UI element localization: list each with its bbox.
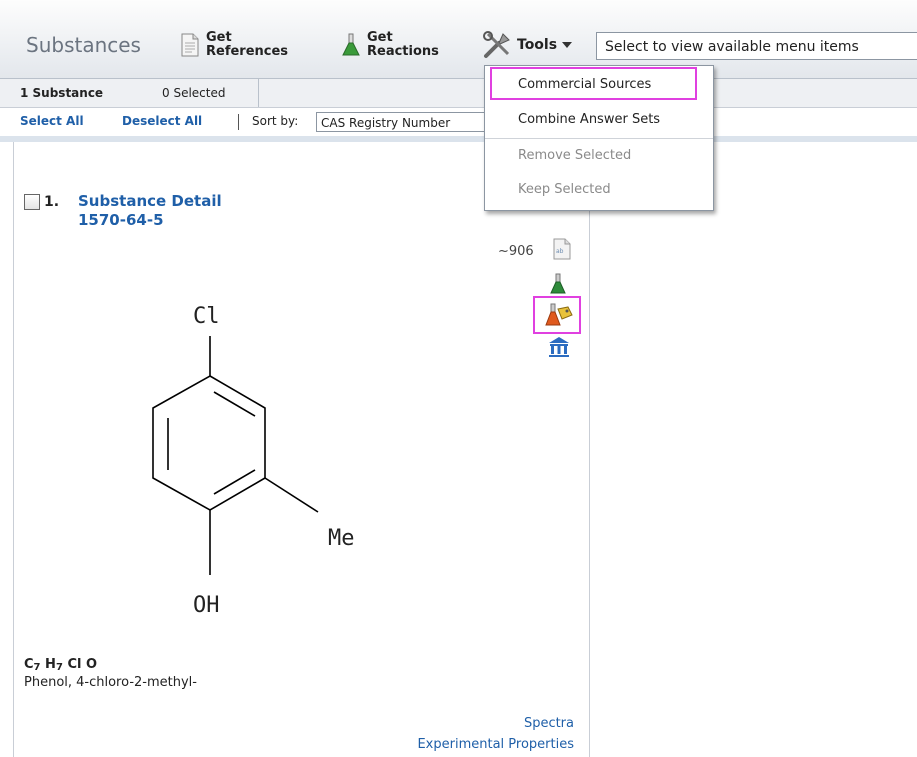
menu-item-remove-selected[interactable]: Remove Selected <box>518 148 632 163</box>
divider <box>0 136 917 142</box>
references-icon[interactable]: ab <box>553 238 571 260</box>
menu-item-combine-answer-sets[interactable]: Combine Answer Sets <box>518 112 661 127</box>
experimental-properties-link[interactable]: Experimental Properties <box>417 737 574 752</box>
spectra-link[interactable]: Spectra <box>523 716 574 731</box>
tools-icon <box>483 31 510 58</box>
tools-dropdown: Commercial Sources Combine Answer Sets R… <box>484 65 714 211</box>
sort-select[interactable]: CAS Registry Number <box>316 112 486 132</box>
svg-text:ab: ab <box>556 248 564 255</box>
get-reactions-label: Get Reactions <box>367 30 439 59</box>
menu-select[interactable]: Select to view available menu items <box>596 32 917 60</box>
divider <box>258 79 259 107</box>
menu-item-commercial-sources[interactable]: Commercial Sources <box>518 77 652 92</box>
reactions-flask-icon[interactable] <box>550 273 566 295</box>
methyl-label: Me <box>328 526 355 551</box>
chemical-structure: Cl Me OH <box>152 304 355 618</box>
cas-number: 1570-64-5 <box>78 211 164 229</box>
chemical-name: Phenol, 4-chloro-2-methyl- <box>24 675 197 690</box>
page-title: Substances <box>26 33 141 57</box>
get-reactions-button[interactable]: Get Reactions <box>341 25 439 65</box>
formula-oxygen: O <box>85 657 98 672</box>
selected-count: 0 Selected <box>162 86 226 100</box>
highlight-box <box>490 67 697 100</box>
reference-count: ~906 <box>498 244 534 259</box>
formula-carbon: C <box>24 657 34 672</box>
sort-label: Sort by: <box>252 114 299 128</box>
formula-carbon-count: 7 <box>33 662 41 673</box>
substance-detail-title: Substance Detail <box>78 192 222 210</box>
menu-separator <box>485 138 713 139</box>
status-bar: 1 Substance 0 Selected <box>0 79 917 108</box>
toolbar: Substances Get References Get Reactions … <box>0 0 917 79</box>
chlorine-label: Cl <box>193 304 220 329</box>
select-all-link[interactable]: Select All <box>20 114 84 128</box>
substance-count: 1 Substance <box>20 86 104 100</box>
result-checkbox[interactable] <box>24 194 40 210</box>
substance-detail-link[interactable]: Substance Detail 1570-64-5 <box>78 192 222 230</box>
formula-hydrogen-count: 7 <box>55 662 63 673</box>
formula-chlorine: Cl <box>67 657 82 672</box>
selection-bar: Select All Deselect All Sort by: CAS Reg… <box>0 108 917 136</box>
institution-icon[interactable] <box>547 336 571 358</box>
commercial-sources-icon[interactable] <box>545 303 573 327</box>
highlight-box <box>533 296 581 334</box>
tools-menu-button[interactable]: Tools <box>483 25 573 65</box>
divider <box>238 114 239 130</box>
get-references-label: Get References <box>206 30 289 59</box>
formula-hydrogen: H <box>45 657 56 672</box>
tools-label: Tools <box>517 37 558 53</box>
menu-item-keep-selected[interactable]: Keep Selected <box>518 182 611 197</box>
caret-down-icon <box>562 42 573 48</box>
hydroxyl-label: OH <box>193 593 220 618</box>
flask-icon <box>342 33 360 56</box>
result-panel <box>13 142 590 757</box>
molecular-formula: C7 H7 Cl O <box>24 657 97 673</box>
document-icon <box>181 33 199 57</box>
deselect-all-link[interactable]: Deselect All <box>122 114 203 128</box>
result-index: 1. <box>44 194 60 210</box>
get-references-button[interactable]: Get References <box>180 25 288 65</box>
